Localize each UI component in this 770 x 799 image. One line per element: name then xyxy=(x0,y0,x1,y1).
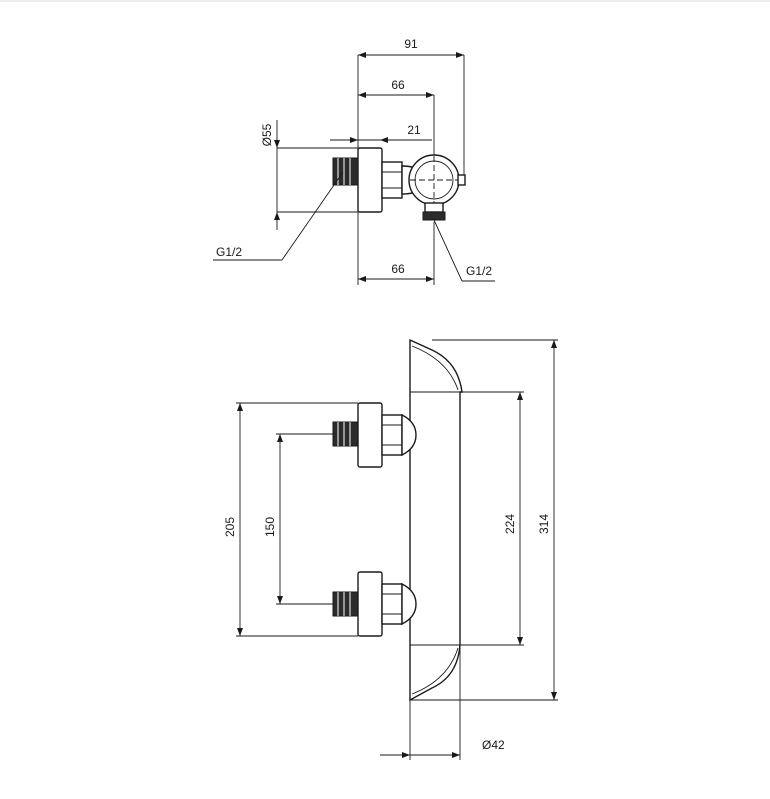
front-view: 205 150 224 314 Ø42 xyxy=(223,338,558,760)
top-view: 91 66 21 Ø55 xyxy=(213,37,495,285)
lower-connector-nut xyxy=(381,583,403,625)
dim-224-label: 224 xyxy=(503,514,517,534)
lower-inlet-thread xyxy=(332,591,359,617)
connector-nut xyxy=(381,161,403,199)
top-cap-curve xyxy=(411,345,459,391)
lower-connector-neck xyxy=(401,582,417,626)
dim-21-label: 21 xyxy=(407,123,421,137)
leader-line-bottom xyxy=(433,219,463,282)
arrows-66-top xyxy=(358,92,434,98)
handle-stub xyxy=(457,174,466,186)
wall-flange xyxy=(357,147,383,213)
outlet-nut xyxy=(424,202,444,213)
dim-66-bottom-label: 66 xyxy=(391,262,405,276)
dim-205-label: 205 xyxy=(223,517,237,537)
thread-label-bottom: G1/2 xyxy=(466,264,492,278)
lower-wall-flange xyxy=(357,571,383,637)
outlet-thread xyxy=(422,211,446,221)
arrows-66-bottom xyxy=(358,276,434,282)
dim-42-label: Ø42 xyxy=(482,738,505,752)
dim-55-label: Ø55 xyxy=(260,123,274,146)
dim-314-label: 314 xyxy=(537,514,551,534)
leader-line-left xyxy=(281,171,344,261)
upper-wall-flange xyxy=(357,402,383,468)
upper-connector-neck xyxy=(401,413,417,457)
upper-inlet-thread xyxy=(332,421,359,447)
thread-label-left: G1/2 xyxy=(216,245,242,259)
mixer-body-front xyxy=(409,338,463,702)
dim-150-label: 150 xyxy=(263,517,277,537)
bottom-cap-curve xyxy=(411,647,459,695)
dim-66-top-label: 66 xyxy=(391,78,405,92)
arrows-21 xyxy=(350,137,388,143)
upper-connector-nut xyxy=(381,414,403,456)
dim-91-label: 91 xyxy=(404,37,418,51)
